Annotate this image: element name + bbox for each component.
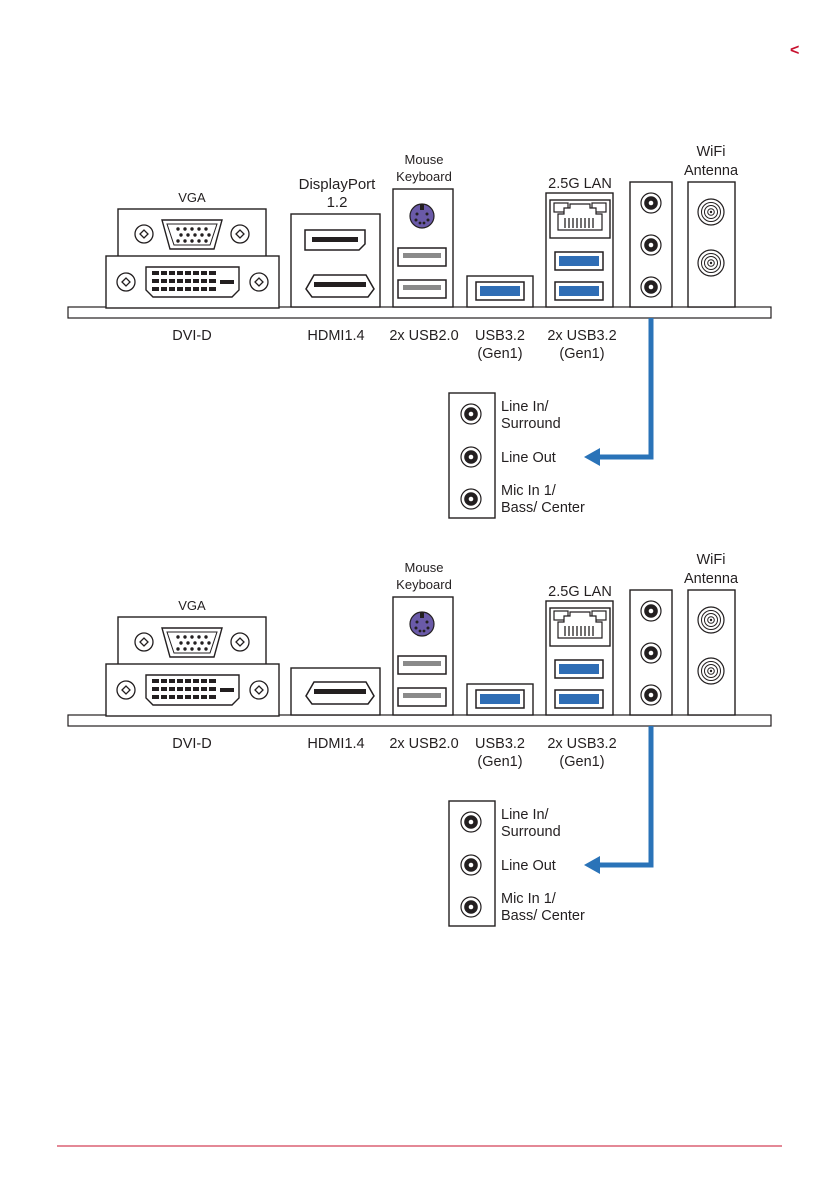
label-mic-in-1: Mic In 1/ bbox=[501, 891, 557, 907]
label-mouse: Mouse bbox=[404, 152, 443, 167]
label-usb20: 2x USB2.0 bbox=[389, 328, 458, 344]
audio-detail-jack-mic-in bbox=[460, 488, 482, 510]
usb32-port-bottom bbox=[554, 689, 604, 709]
hdmi-port bbox=[305, 681, 375, 705]
antenna-connector-1 bbox=[697, 198, 725, 226]
label-usb32-2: (Gen1) bbox=[477, 754, 522, 770]
lan-port bbox=[549, 607, 611, 647]
label-keyboard: Keyboard bbox=[396, 169, 452, 184]
label-usb32x2-1: 2x USB3.2 bbox=[547, 328, 616, 344]
audio-jack-2 bbox=[640, 234, 662, 256]
label-usb32x2-1: 2x USB3.2 bbox=[547, 736, 616, 752]
label-dvi: DVI-D bbox=[172, 736, 211, 752]
label-line-in-2: Surround bbox=[501, 824, 561, 840]
usb32-port-bottom bbox=[554, 281, 604, 301]
dvi-port bbox=[106, 664, 279, 716]
label-mic-in-1: Mic In 1/ bbox=[501, 483, 557, 499]
hdmi-port bbox=[305, 274, 375, 298]
audio-detail-jack-mic-in bbox=[460, 896, 482, 918]
audio-callout-arrow bbox=[596, 318, 654, 460]
audio-jack-3 bbox=[640, 276, 662, 298]
label-lan: 2.5G LAN bbox=[548, 176, 612, 192]
label-usb32-2: (Gen1) bbox=[477, 346, 522, 362]
lan-port bbox=[549, 199, 611, 239]
label-line-in-2: Surround bbox=[501, 416, 561, 432]
antenna-connector-1 bbox=[697, 606, 725, 634]
label-mic-in-2: Bass/ Center bbox=[501, 500, 585, 516]
usb32-port bbox=[475, 689, 525, 709]
audio-detail-jack-line-out bbox=[460, 446, 482, 468]
label-displayport-2: 1.2 bbox=[327, 194, 348, 211]
label-usb32-1: USB3.2 bbox=[475, 328, 525, 344]
label-mic-in-2: Bass/ Center bbox=[501, 908, 585, 924]
usb2-port-bottom bbox=[397, 687, 447, 707]
audio-jack-1 bbox=[640, 600, 662, 622]
label-hdmi: HDMI1.4 bbox=[307, 736, 364, 752]
label-hdmi: HDMI1.4 bbox=[307, 328, 364, 344]
displayport-port bbox=[304, 229, 366, 251]
io-panel-1: VGA DisplayPort 1.2 Mouse Keyboard 2.5G … bbox=[67, 144, 772, 519]
audio-callout-arrowhead bbox=[584, 448, 600, 466]
label-keyboard: Keyboard bbox=[396, 577, 452, 592]
label-displayport-1: DisplayPort bbox=[299, 176, 377, 193]
label-line-out: Line Out bbox=[501, 858, 556, 874]
label-lan: 2.5G LAN bbox=[548, 584, 612, 600]
antenna-connector-2 bbox=[697, 657, 725, 685]
label-mouse: Mouse bbox=[404, 560, 443, 575]
dvi-port bbox=[106, 256, 279, 308]
label-vga: VGA bbox=[178, 598, 206, 613]
label-usb32x2-2: (Gen1) bbox=[559, 754, 604, 770]
label-line-out: Line Out bbox=[501, 450, 556, 466]
label-usb32x2-2: (Gen1) bbox=[559, 346, 604, 362]
audio-detail-jack-line-out bbox=[460, 854, 482, 876]
antenna-connector-2 bbox=[697, 249, 725, 277]
label-wifi-1: WiFi bbox=[697, 552, 726, 568]
usb2-port-top bbox=[397, 655, 447, 675]
ps2-port bbox=[409, 611, 435, 637]
label-dvi: DVI-D bbox=[172, 328, 211, 344]
audio-jack-1 bbox=[640, 192, 662, 214]
io-panel-2: VGA Mouse Keyboard 2.5G LAN WiFi Antenna… bbox=[67, 552, 772, 927]
ps2-port bbox=[409, 203, 435, 229]
usb2-port-bottom bbox=[397, 279, 447, 299]
usb2-port-top bbox=[397, 247, 447, 267]
usb32-port-top bbox=[554, 251, 604, 271]
audio-jack-2 bbox=[640, 642, 662, 664]
label-wifi-2: Antenna bbox=[684, 571, 739, 587]
audio-callout-arrowhead bbox=[584, 856, 600, 874]
label-wifi-1: WiFi bbox=[697, 144, 726, 160]
label-usb32-1: USB3.2 bbox=[475, 736, 525, 752]
audio-jack-3 bbox=[640, 684, 662, 706]
usb32-port bbox=[475, 281, 525, 301]
label-usb20: 2x USB2.0 bbox=[389, 736, 458, 752]
nav-arrow-icon[interactable]: < bbox=[790, 42, 799, 59]
label-vga: VGA bbox=[178, 190, 206, 205]
label-wifi-2: Antenna bbox=[684, 163, 739, 179]
vga-port bbox=[118, 209, 266, 259]
audio-detail-jack-line-in bbox=[460, 403, 482, 425]
label-line-in-1: Line In/ bbox=[501, 807, 550, 823]
audio-callout-arrow bbox=[596, 726, 654, 868]
audio-detail-jack-line-in bbox=[460, 811, 482, 833]
label-line-in-1: Line In/ bbox=[501, 399, 550, 415]
usb32-port-top bbox=[554, 659, 604, 679]
vga-port bbox=[118, 617, 266, 667]
